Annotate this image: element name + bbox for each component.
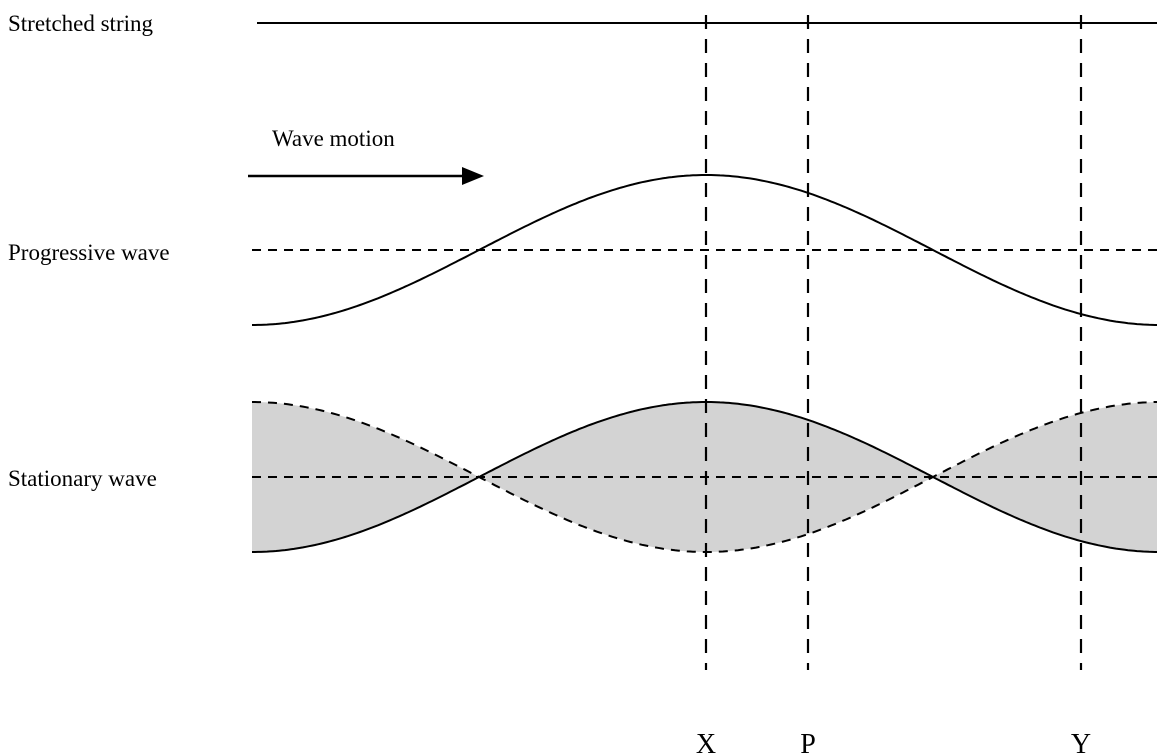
wave-motion-label: Wave motion xyxy=(272,126,395,151)
progressive-wave-curve xyxy=(252,174,1157,326)
point-p-label: P xyxy=(800,729,816,756)
stationary-wave-label: Stationary wave xyxy=(8,466,157,491)
progressive-wave-label: Progressive wave xyxy=(8,240,170,265)
point-x-label: X xyxy=(696,729,716,756)
wave-motion-arrowhead xyxy=(462,167,484,185)
point-y-label: Y xyxy=(1071,729,1091,756)
stretched-string-label: Stretched string xyxy=(8,11,153,36)
